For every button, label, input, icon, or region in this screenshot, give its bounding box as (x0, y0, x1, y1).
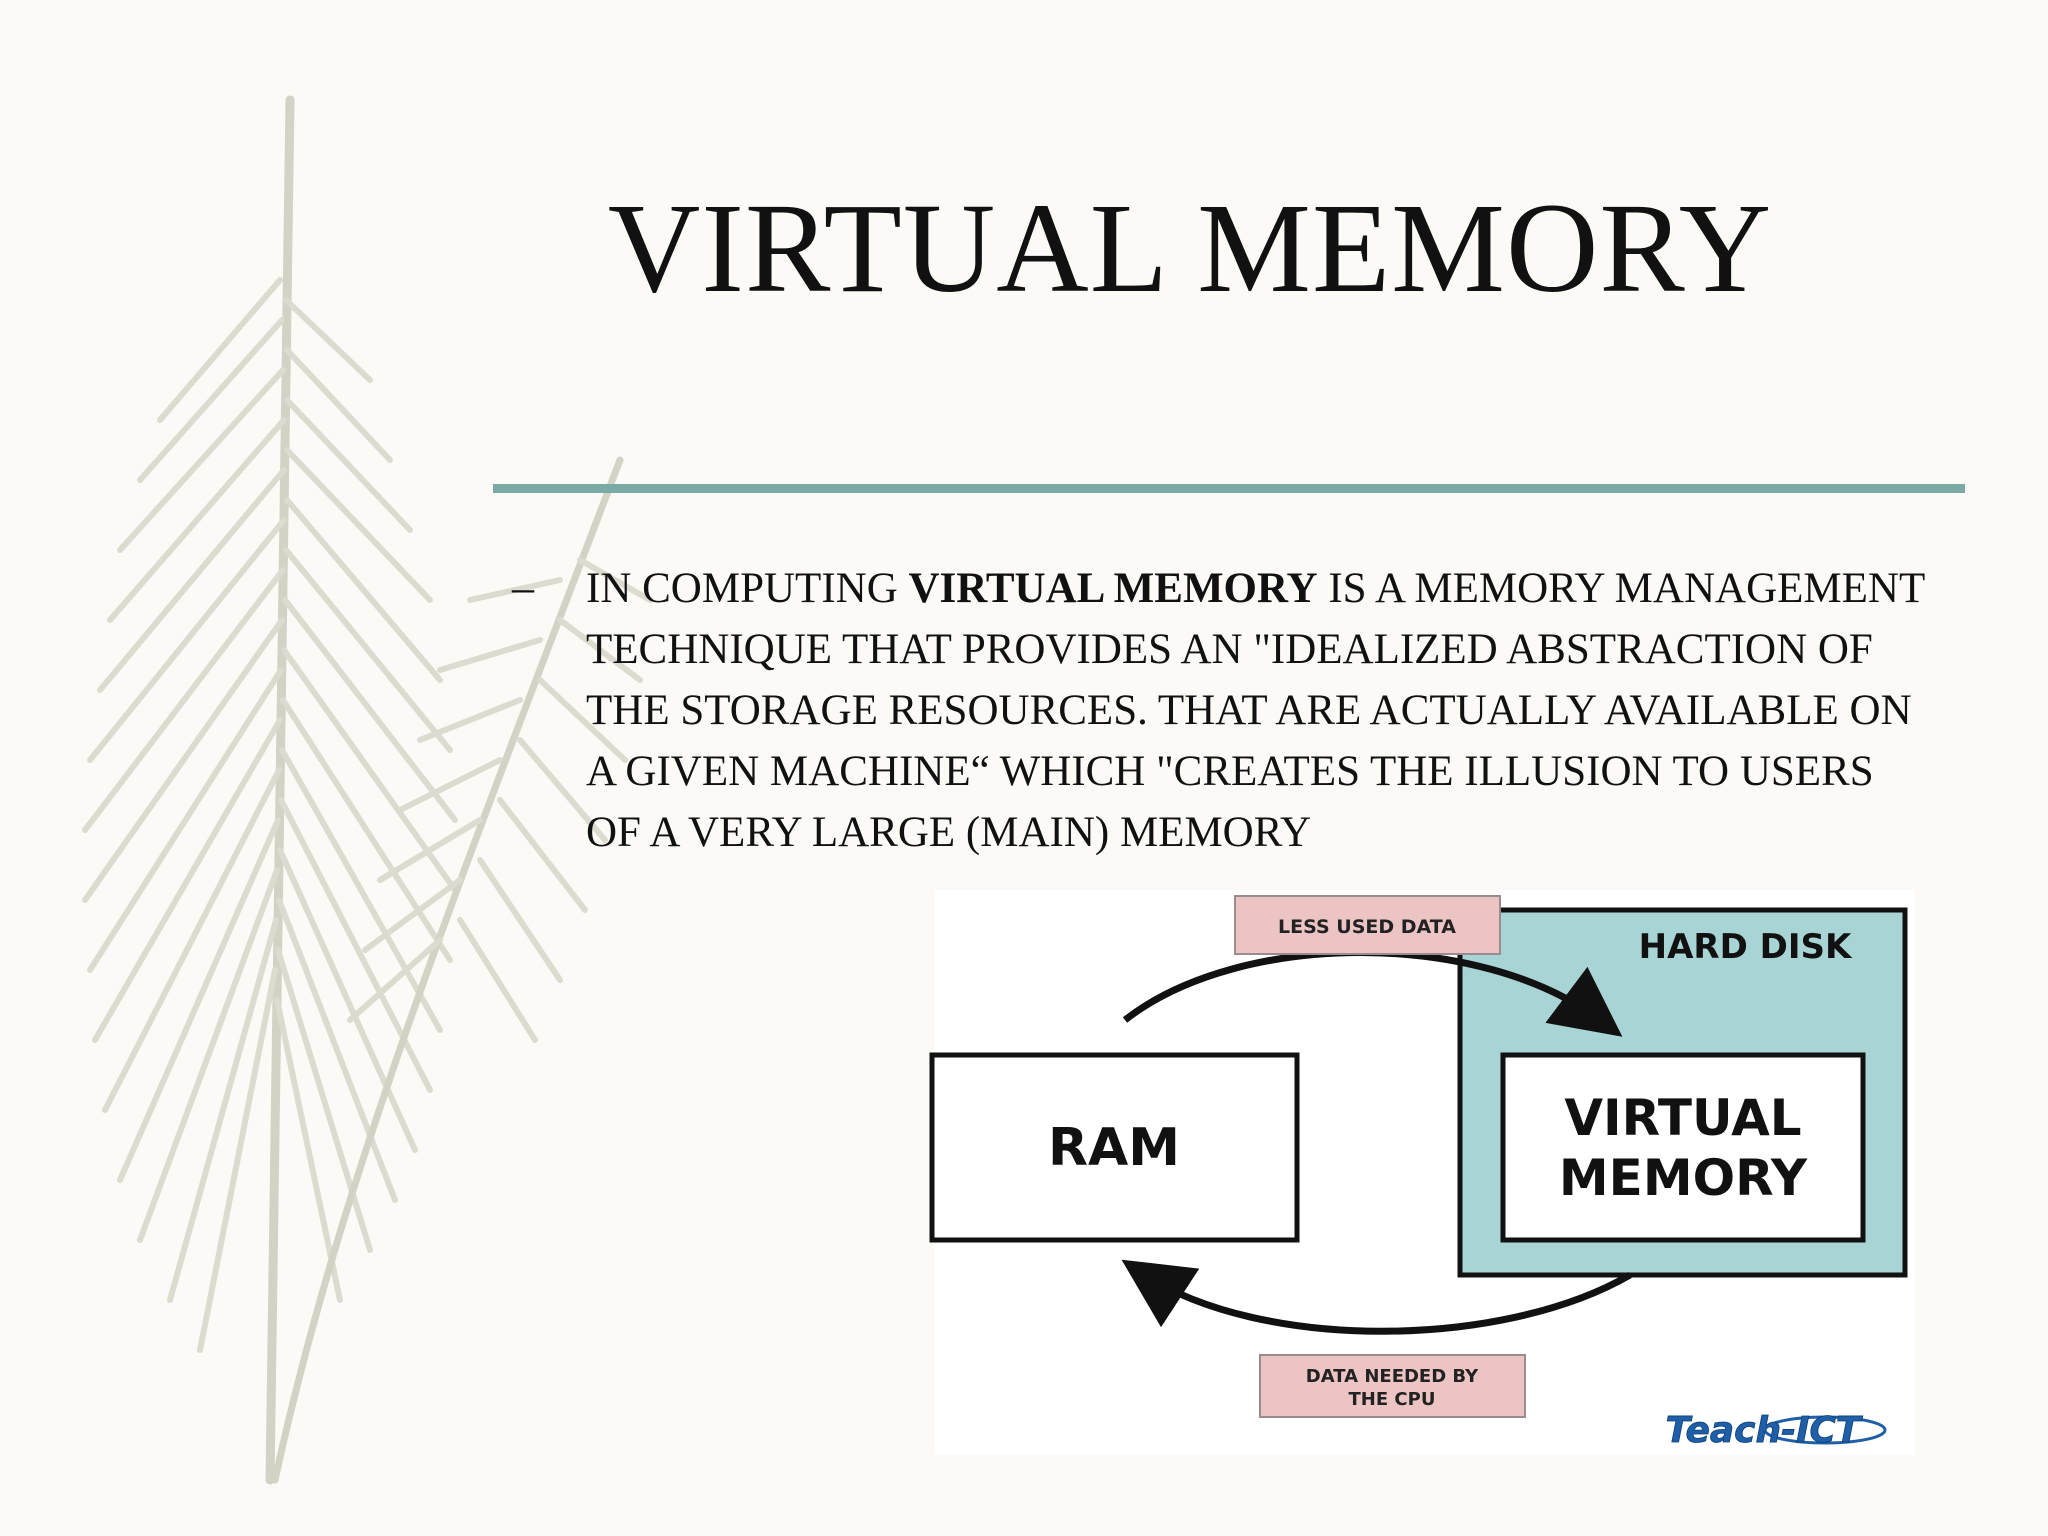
virtual-memory-box (1500, 1052, 1866, 1243)
data-needed-box (1259, 1354, 1526, 1418)
ram-box (929, 1052, 1300, 1243)
teach-ict-logo: Teach-ICT (1665, 1410, 1887, 1451)
slide-title: VIRTUAL MEMORY (607, 177, 1773, 319)
virtual-memory-label-line1: VIRTUAL (1564, 1089, 1801, 1147)
virtual-memory-label-line2: MEMORY (1559, 1149, 1808, 1207)
title-divider (493, 484, 1965, 493)
data-needed-label-line1: DATA NEEDED BY (1306, 1366, 1479, 1387)
less-used-data-box (1234, 895, 1501, 955)
virtual-memory-diagram: HARD DISK VIRTUAL MEMORY RAM LESS USED D… (929, 895, 1908, 1451)
bullet-text-prefix: IN COMPUTING (586, 565, 909, 612)
arrow-to-ram (1121, 1259, 1632, 1335)
bullet-marker: – (512, 563, 534, 612)
teach-ict-logo-text: Teach-ICT (1666, 1410, 1863, 1451)
less-used-data-label: LESS USED DATA (1278, 916, 1456, 938)
ram-label: RAM (1048, 1118, 1180, 1178)
bullet-text-emphasis: VIRTUAL MEMORY (908, 565, 1318, 612)
bullet-text-suffix: IS A MEMORY MANAGEMENT TECHNIQUE THAT PR… (586, 565, 1925, 856)
data-needed-label-line2: THE CPU (1349, 1389, 1436, 1410)
hard-disk-label: HARD DISK (1639, 927, 1853, 967)
bullet-text: IN COMPUTING VIRTUAL MEMORY IS A MEMORY … (586, 558, 1926, 863)
feather-decoration (82, 95, 653, 1485)
